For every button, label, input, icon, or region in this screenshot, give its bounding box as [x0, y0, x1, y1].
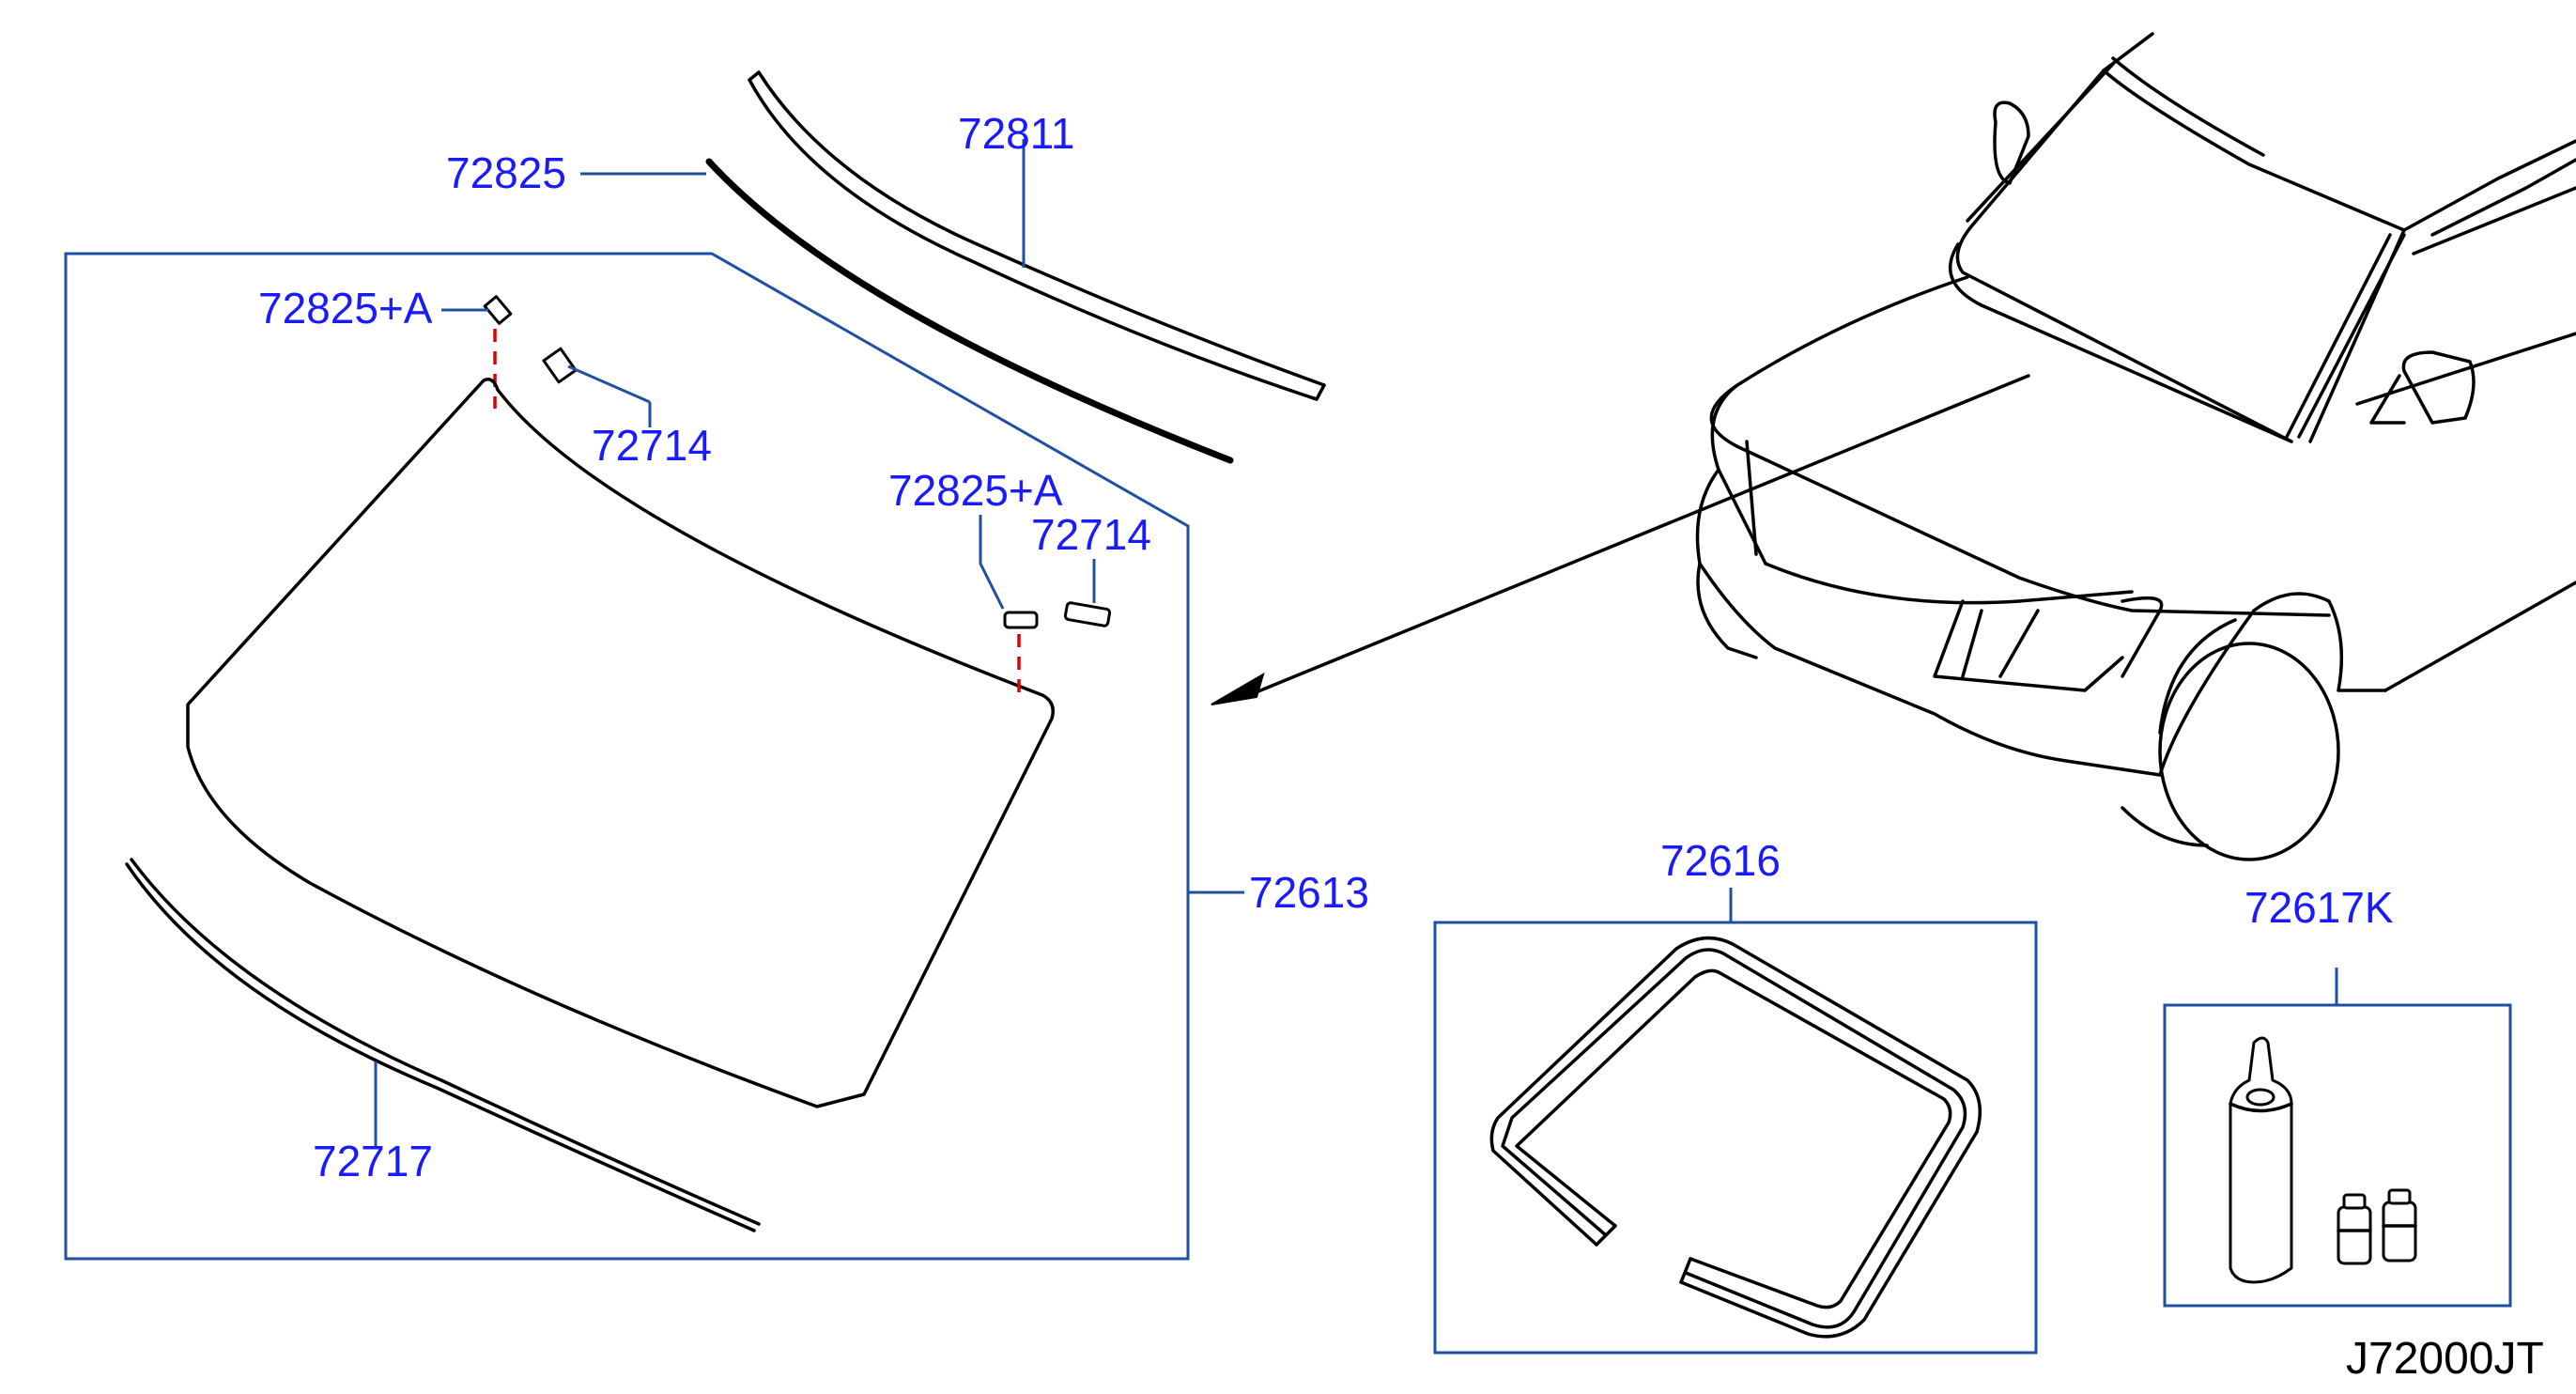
upper-moulding-72825	[580, 158, 1234, 464]
fastener-right-72714	[1063, 559, 1112, 627]
windshield-assembly-group	[64, 252, 1244, 1261]
label-72616: 72616	[1660, 836, 1781, 885]
primer-bottle-2	[2382, 1188, 2417, 1262]
label-72714-left: 72714	[592, 421, 712, 470]
label-72613: 72613	[1249, 868, 1369, 917]
sealant-kit-72617K	[2163, 968, 2512, 1308]
diagram-code: J72000JT	[2346, 1334, 2544, 1384]
label-72811: 72811	[958, 109, 1075, 158]
dam-rubber-kit-72616	[1433, 888, 2038, 1355]
clip-right-72825A	[979, 515, 1039, 700]
label-72714-right: 72714	[1031, 510, 1151, 559]
clip-left-72825A	[441, 295, 513, 409]
lower-molding-72717	[125, 858, 761, 1232]
label-72617K: 72617K	[2244, 883, 2394, 932]
label-72717: 72717	[313, 1137, 433, 1185]
vehicle-illustration	[1211, 32, 2576, 861]
fastener-left-72714	[542, 347, 652, 427]
primer-bottle-1	[2337, 1193, 2372, 1265]
label-72825A-right: 72825+A	[888, 466, 1063, 515]
windshield-glass	[186, 378, 1055, 1108]
roof-molding-72811	[748, 70, 1326, 401]
label-72825: 72825	[446, 148, 566, 197]
label-72825A-left: 72825+A	[258, 284, 433, 333]
